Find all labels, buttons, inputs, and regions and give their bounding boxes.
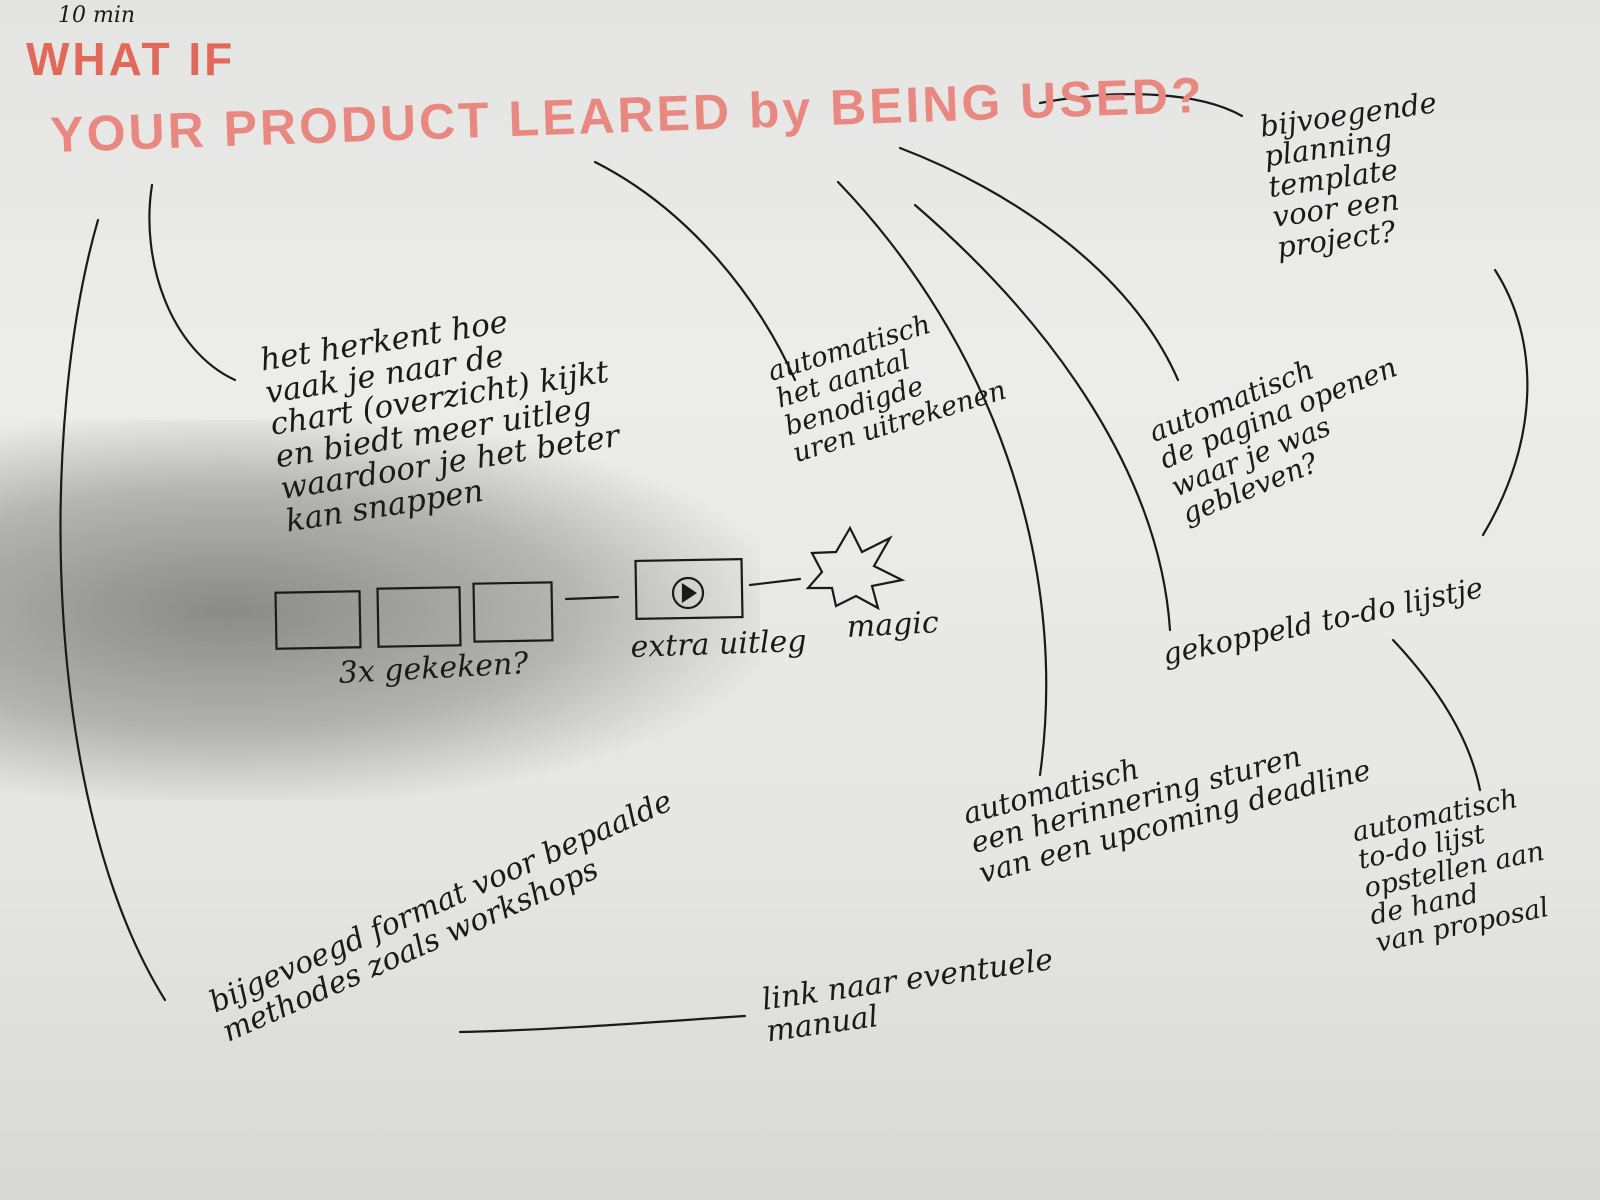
connector-auto-todo [1391,638,1482,792]
sketch-dash-2 [748,577,802,587]
play-triangle [681,582,697,604]
time-note: 10 min [58,3,136,28]
connector-calc-hours [593,160,797,382]
idea-planning-template: bijvoegende planning template voor een p… [1257,85,1439,265]
connector-right-arc [1481,268,1529,537]
connector-open-page [898,146,1180,382]
connector-linked-todo [913,203,1172,632]
connector-planning [1038,93,1244,118]
connector-manual [458,1014,747,1034]
sketch-dash-1 [564,595,620,601]
title-line-1: WHAT IF [26,33,236,85]
sketch-frame-2 [376,586,462,648]
connector-reminder [836,180,1048,777]
sketch-frame-1 [274,590,362,650]
magic-star-icon [805,525,906,611]
connector-recognize [148,183,237,382]
sketch-magic-label: magic [845,605,940,645]
sketch-frame-3 [472,581,554,643]
sketch-extra-label: extra uitleg [629,623,808,665]
play-icon [671,576,705,610]
connector-format [59,218,167,1002]
sketch-video-frame [634,557,744,621]
